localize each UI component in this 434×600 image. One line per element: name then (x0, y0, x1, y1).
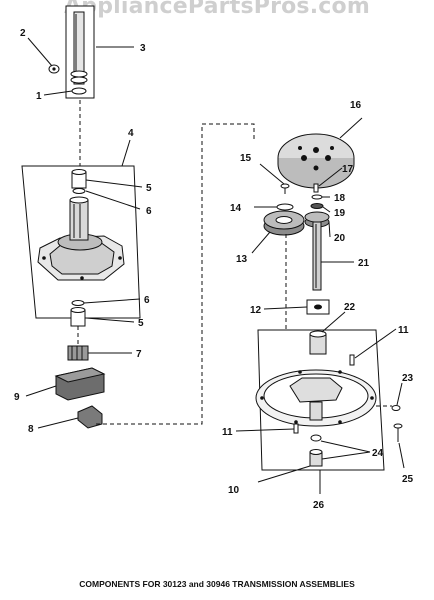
part-24-bushing-lower (309, 449, 323, 467)
part-6-washer-upper (72, 188, 86, 194)
callout-19: 19 (334, 208, 346, 219)
callout-1: 1 (36, 91, 42, 102)
callout-9: 9 (14, 392, 20, 403)
part-18-washer (311, 194, 323, 200)
part-1-washer (71, 87, 87, 95)
callout-7: 7 (136, 349, 142, 360)
part-24-washer (310, 434, 322, 442)
callout-4: 4 (128, 128, 134, 139)
callout-8: 8 (28, 424, 34, 435)
part-11-pin-left (293, 423, 299, 434)
callout-26: 26 (313, 500, 325, 511)
linkage-dashed-path (96, 123, 255, 425)
callout-22: 22 (344, 302, 356, 313)
callout-10: 10 (228, 485, 240, 496)
callout-17: 17 (342, 164, 354, 175)
part-12-plate (306, 299, 330, 315)
part-13-large-gear (263, 210, 305, 236)
part-3-shaft-bracket (65, 5, 95, 99)
callout-16: 16 (350, 100, 362, 111)
part-26-gear-case (255, 369, 377, 427)
callout-13: 13 (236, 254, 248, 265)
part-25-bolt (393, 423, 403, 442)
part-8-clip (77, 405, 103, 429)
diagram-caption: COMPONENTS FOR 30123 and 30946 TRANSMISS… (79, 579, 355, 589)
part-14-washer (276, 203, 294, 211)
callout-5-upper: 5 (146, 183, 152, 194)
part-4-transmission-housing (37, 196, 125, 281)
part-15-screw (280, 183, 290, 194)
part-23-nut (391, 405, 401, 411)
part-21-shaft (312, 221, 322, 291)
callout-21: 21 (358, 258, 370, 269)
part-5-bushing-lower (70, 307, 86, 327)
leader-lines (25, 37, 405, 494)
callout-3: 3 (140, 43, 146, 54)
part-2-clip (48, 64, 60, 74)
watermark-logo: AppliancePartsPros.com (64, 0, 370, 19)
callout-18: 18 (334, 193, 346, 204)
callout-6-upper: 6 (146, 206, 152, 217)
callout-14: 14 (230, 203, 242, 214)
part-6-washer-lower (71, 300, 85, 306)
callout-5-lower: 5 (138, 318, 144, 329)
callout-11-right: 11 (398, 325, 409, 336)
callout-6-lower: 6 (144, 295, 150, 306)
callout-24: 24 (372, 448, 384, 459)
callout-2: 2 (20, 28, 26, 39)
callout-20: 20 (334, 233, 346, 244)
part-5-bushing-upper (71, 169, 87, 189)
callout-15: 15 (240, 153, 252, 164)
callout-23: 23 (402, 373, 414, 384)
part-9-shift-block (54, 367, 106, 401)
part-16-pulley (277, 133, 355, 189)
callout-labels: 1 2 3 4 5 6 6 5 7 9 8 16 15 17 18 14 19 … (14, 28, 414, 511)
part-11-pin-right (349, 354, 355, 366)
callout-25: 25 (402, 474, 414, 485)
callout-12: 12 (250, 305, 262, 316)
part-17-pin (313, 183, 319, 193)
part-19-ring (310, 203, 324, 209)
callout-11-left: 11 (222, 427, 233, 438)
part-22-bushing (309, 330, 327, 355)
part-7-small-gear (67, 345, 89, 361)
